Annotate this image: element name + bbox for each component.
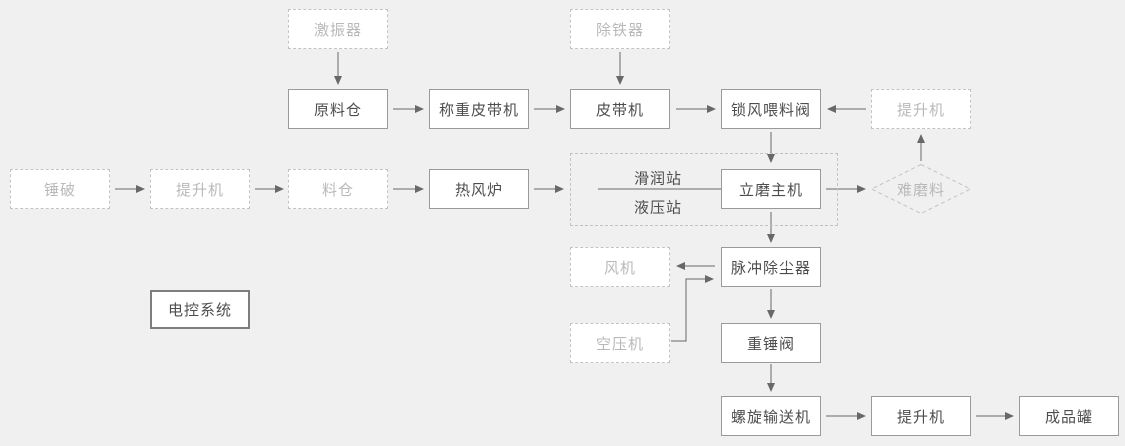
node-label: 料仓 — [321, 181, 354, 199]
node-finished-product-tank: 成品罐 — [1019, 396, 1119, 436]
node-label: 皮带机 — [595, 101, 644, 119]
node-screw-conveyor: 螺旋输送机 — [721, 396, 821, 436]
node-raw-material-bin: 原料仓 — [288, 89, 388, 129]
node-hot-air-furnace: 热风炉 — [429, 169, 529, 209]
group-label-lubrication-station: 滑润站 — [633, 170, 683, 188]
node-exciter: 激振器 — [288, 9, 388, 49]
node-label: 提升机 — [896, 101, 945, 119]
node-fan: 风机 — [570, 247, 670, 287]
node-pulse-dust-collector: 脉冲除尘器 — [721, 247, 821, 287]
node-air-compressor: 空压机 — [570, 323, 670, 363]
node-bucket-elevator-bottom: 提升机 — [871, 396, 971, 436]
node-heavy-hammer-valve: 重锤阀 — [721, 323, 821, 363]
node-label: 提升机 — [175, 181, 224, 199]
node-weighing-belt-conveyor: 称重皮带机 — [429, 89, 529, 129]
node-label: 提升机 — [896, 408, 945, 426]
node-hard-to-grind-material: 难磨料 — [871, 164, 971, 214]
node-belt-conveyor: 皮带机 — [570, 89, 670, 129]
node-electric-control-system: 电控系统 — [150, 290, 250, 329]
node-bucket-elevator-left: 提升机 — [150, 169, 250, 209]
node-label: 称重皮带机 — [438, 101, 519, 119]
node-label: 成品罐 — [1044, 408, 1093, 426]
node-vertical-mill: 立磨主机 — [721, 169, 821, 209]
node-label: 空压机 — [595, 335, 644, 353]
node-bucket-elevator-top: 提升机 — [871, 89, 971, 129]
node-label: 除铁器 — [595, 21, 644, 39]
node-label: 激振器 — [313, 21, 362, 39]
node-label: 电控系统 — [167, 302, 232, 319]
arrow-air-compressor-to-dust-collector — [671, 275, 714, 342]
node-label: 原料仓 — [313, 101, 362, 119]
node-label: 锁风喂料阀 — [730, 101, 811, 119]
node-label: 热风炉 — [454, 181, 503, 199]
node-hammer-crusher: 锤破 — [10, 169, 110, 209]
node-iron-remover: 除铁器 — [570, 9, 670, 49]
group-label-hydraulic-station: 液压站 — [633, 199, 683, 217]
node-label: 立磨主机 — [738, 181, 803, 199]
node-label: 难磨料 — [896, 181, 945, 199]
node-label: 重锤阀 — [746, 335, 795, 353]
node-label: 脉冲除尘器 — [730, 259, 811, 277]
node-airlock-feeder-valve: 锁风喂料阀 — [721, 89, 821, 129]
mill-auxiliary-station-group — [570, 153, 838, 226]
node-label: 锤破 — [43, 181, 76, 199]
diamond-outline — [871, 164, 971, 214]
node-material-bin: 料仓 — [288, 169, 388, 209]
node-label: 风机 — [603, 259, 636, 277]
node-label: 螺旋输送机 — [730, 408, 811, 426]
